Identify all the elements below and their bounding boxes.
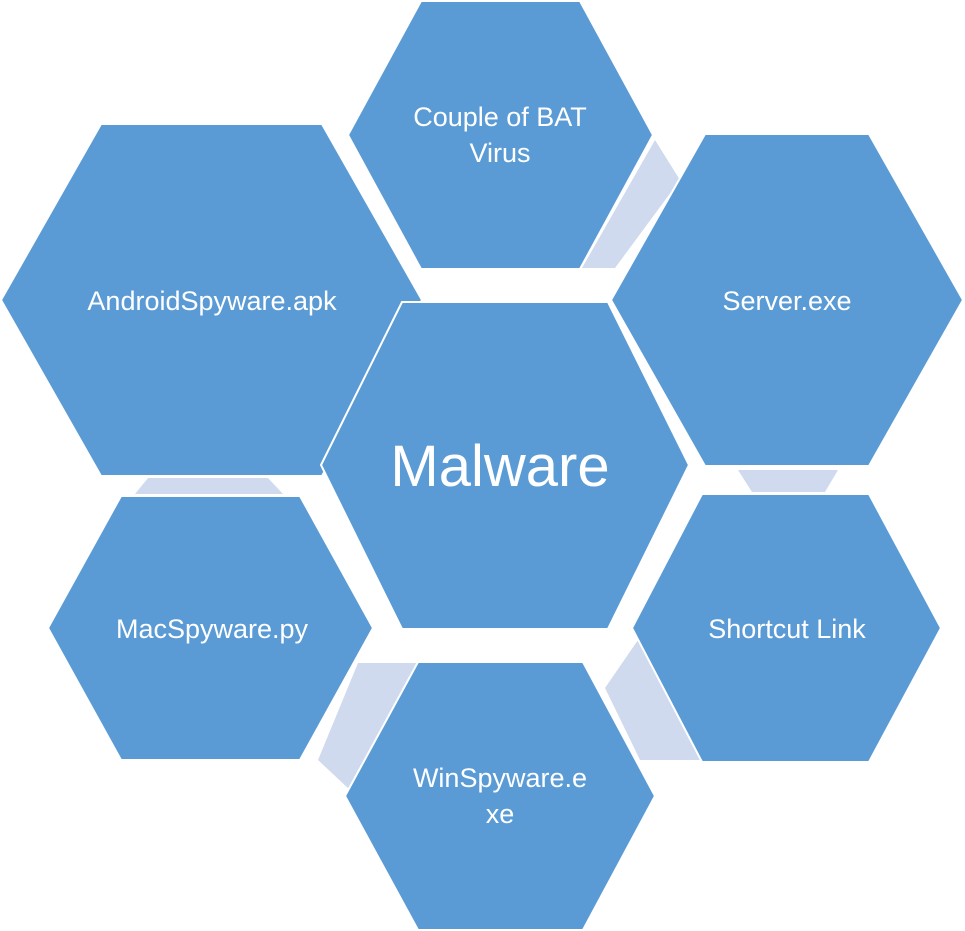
hexagon-server-exe (609, 133, 965, 467)
label-androidspyware-apk: AndroidSpyware.apk (87, 286, 337, 316)
label-winspyware-exe-line1: WinSpyware.e (413, 763, 587, 793)
label-server-exe: Server.exe (722, 286, 851, 316)
hexagon-couple-of-bat-virus (346, 0, 655, 270)
connector-shortcut-winspyware (605, 640, 705, 760)
hexagon-shortcut-link (630, 493, 943, 763)
label-malware-center: Malware (390, 434, 609, 499)
connector-macspyware-android (135, 478, 283, 494)
hexagon-malware-center (319, 301, 691, 630)
label-couple-of-bat-virus-line1: Couple of BAT (413, 102, 587, 132)
label-couple-of-bat-virus-line2: Virus (469, 138, 530, 168)
label-shortcut-link: Shortcut Link (708, 614, 866, 644)
hexagon-winspyware-exe (343, 661, 657, 931)
hexagon-macspyware-py (46, 495, 375, 761)
connector-server-shortcut (738, 470, 838, 492)
connector-bat-server (582, 140, 680, 268)
label-macspyware-py: MacSpyware.py (116, 614, 309, 644)
label-winspyware-exe-line2: xe (486, 799, 515, 829)
hexagon-androidspyware-apk (0, 123, 424, 477)
connector-winspyware-macspyware (318, 663, 418, 790)
